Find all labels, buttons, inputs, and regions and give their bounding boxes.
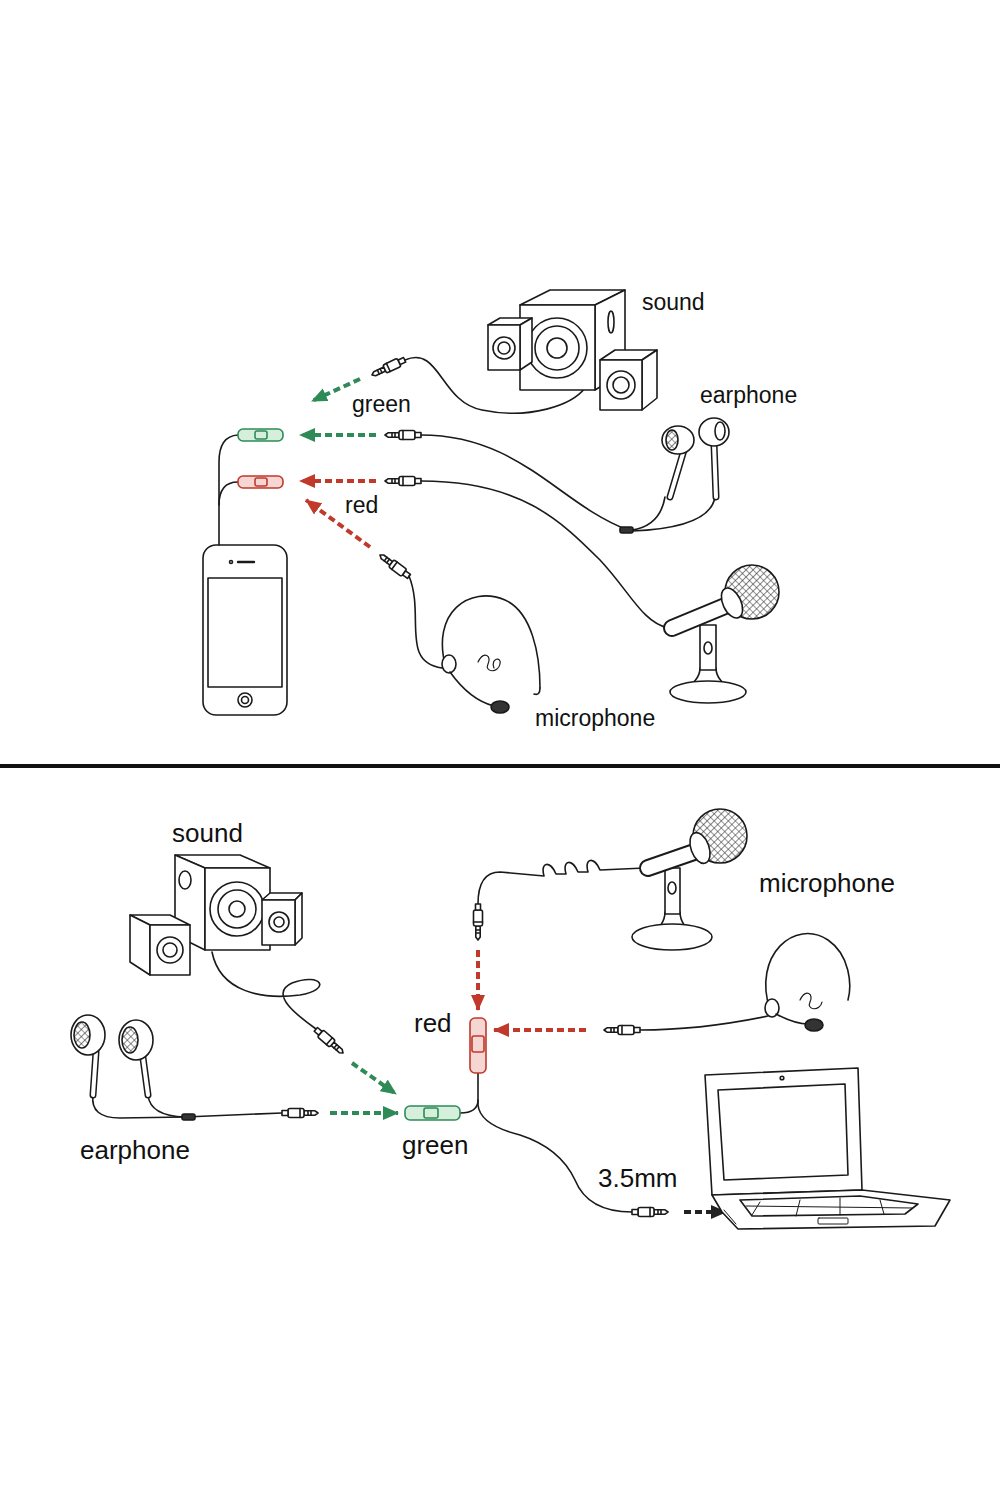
laptop	[705, 1068, 950, 1229]
panel-divider	[0, 764, 1000, 768]
wires	[185, 860, 768, 1212]
stand-microphone	[632, 809, 747, 950]
plug-arrows	[330, 950, 726, 1212]
part-label: green	[400, 1131, 471, 1160]
earphones	[620, 418, 729, 533]
part-label: sound	[170, 819, 245, 848]
plugs	[370, 356, 421, 580]
headset-microphone	[765, 934, 850, 1031]
stand-microphone	[670, 565, 779, 703]
splitter-cable	[219, 429, 283, 545]
speaker-set	[130, 855, 302, 975]
part-label: microphone	[757, 869, 897, 898]
part-label: red	[343, 493, 380, 518]
part-label: red	[412, 1009, 454, 1038]
headset-microphone	[442, 596, 540, 713]
part-label: 3.5mm	[596, 1164, 679, 1193]
wires	[405, 357, 668, 668]
part-label: earphone	[698, 383, 799, 408]
part-label: sound	[640, 290, 707, 315]
part-label: green	[350, 392, 413, 417]
part-label: earphone	[78, 1136, 192, 1165]
earphones	[71, 1015, 195, 1120]
phone	[203, 545, 287, 715]
speaker-set	[488, 290, 657, 410]
part-label: microphone	[533, 706, 657, 731]
